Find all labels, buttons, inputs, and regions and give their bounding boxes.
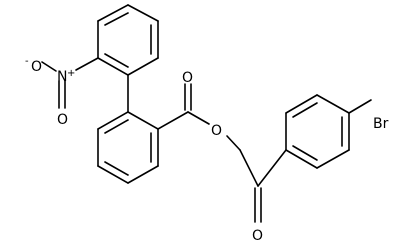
benzoate-ring bbox=[97, 111, 159, 184]
bond bbox=[285, 94, 318, 114]
nitro-oxygen-lower-label: O bbox=[57, 112, 68, 128]
bond bbox=[316, 149, 350, 169]
ester-carbonyl-bonds bbox=[157, 83, 210, 130]
bond bbox=[239, 149, 259, 187]
linker-bonds bbox=[226, 135, 287, 223]
bond bbox=[97, 57, 129, 76]
ketone-oxygen-label: O bbox=[252, 228, 263, 244]
bromophenyl-ring bbox=[285, 94, 350, 169]
bond bbox=[285, 149, 318, 169]
bond bbox=[97, 165, 129, 184]
carbonyl-oxygen-label: O bbox=[182, 70, 193, 86]
nitro-group-bonds bbox=[41, 57, 99, 109]
bond bbox=[127, 57, 159, 76]
nitro-oxygen-upper-label: O bbox=[31, 59, 42, 75]
double-bond-inner bbox=[104, 12, 129, 26]
double-bond-inner bbox=[292, 102, 318, 118]
bond bbox=[97, 4, 129, 22]
bond bbox=[157, 111, 189, 130]
bond bbox=[187, 111, 210, 125]
bond bbox=[127, 111, 159, 130]
bond bbox=[316, 94, 350, 114]
double-bond-inner bbox=[292, 145, 318, 161]
bond bbox=[97, 111, 129, 130]
bond bbox=[127, 165, 159, 184]
bond bbox=[127, 4, 159, 22]
double-bond-inner bbox=[104, 161, 129, 176]
bond bbox=[75, 57, 99, 71]
nitrophenyl-ring bbox=[97, 4, 159, 76]
bromine-label: Br bbox=[373, 116, 389, 132]
bond bbox=[257, 149, 287, 187]
bond bbox=[226, 135, 241, 151]
bond bbox=[348, 99, 372, 114]
double-bond-inner bbox=[104, 119, 129, 134]
nitro-nitrogen-label: N bbox=[57, 69, 67, 85]
nitro-negative-charge: - bbox=[25, 56, 29, 67]
bond bbox=[41, 61, 57, 72]
ester-oxygen-label: O bbox=[211, 123, 222, 139]
nitro-positive-charge: + bbox=[67, 68, 75, 79]
double-bond-inner bbox=[104, 53, 129, 68]
